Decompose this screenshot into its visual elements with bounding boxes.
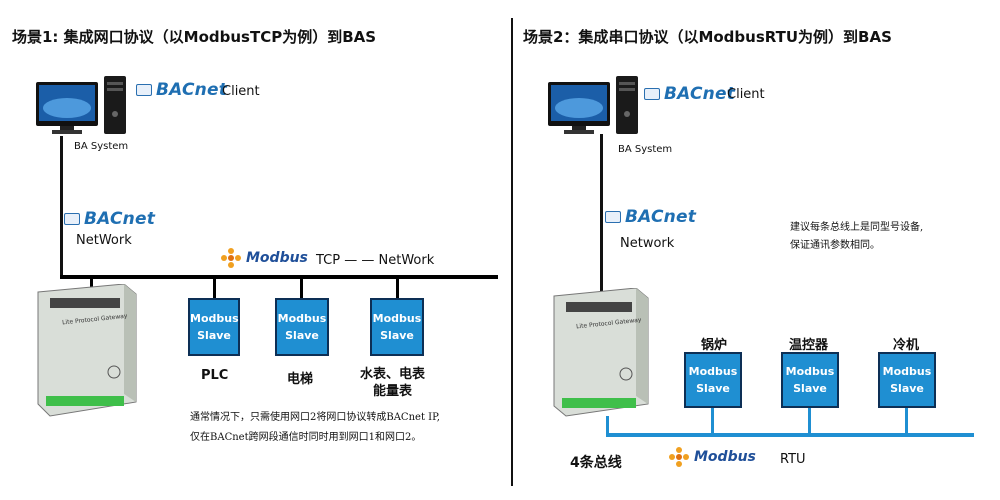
network-label: NetWork — [76, 233, 132, 248]
bus-connector — [90, 279, 93, 289]
slave-line1: Modbus — [277, 312, 327, 325]
modbus-dots-icon — [221, 248, 241, 268]
modbus-slave: Modbus Slave — [275, 298, 329, 356]
note-line: 仅在BACnet跨网段通信时同时用到网口1和网口2。 — [190, 432, 422, 443]
device-label: 电梯 — [287, 372, 314, 387]
device-label: 温控器 — [789, 338, 829, 353]
client-label: Client — [222, 84, 260, 99]
rtu-label: RTU — [780, 452, 806, 467]
slave-line2: Slave — [793, 382, 827, 395]
bus-connector — [905, 408, 908, 434]
slave-line2: Slave — [890, 382, 924, 395]
network-label: Network — [620, 236, 675, 251]
computer-icon — [36, 76, 126, 134]
slave-line1: Modbus — [882, 365, 932, 378]
slave-line1: Modbus — [190, 312, 239, 325]
device-label: PLC — [201, 368, 229, 383]
slave-line2: Slave — [197, 329, 231, 342]
bacnet-logo-text: BACnet — [84, 209, 156, 229]
bacnet-logo-text: BACnet — [625, 207, 697, 227]
bacnet-seal-icon — [605, 211, 621, 223]
slave-line2: Slave — [696, 382, 730, 395]
slave-line1: Modbus — [688, 365, 738, 378]
device-label: 冷机 — [893, 338, 920, 353]
ba-system-label: BA System — [618, 144, 673, 155]
modbus-rtu-logo: Modbus — [668, 446, 756, 468]
device-label: 水表、电表 能量表 — [360, 367, 426, 399]
rtu-bus-line — [606, 433, 974, 437]
slave-line2: Slave — [285, 329, 319, 342]
modbus-tcp-network-label: TCP — — NetWork — [316, 253, 435, 268]
ba-system-label: BA System — [74, 141, 129, 152]
bacnet-seal-icon — [136, 84, 152, 96]
scene1-title: 场景1: 集成网口协议（以ModbusTCP为例）到BAS — [12, 28, 377, 46]
bacnet-network-logo: BACnet — [605, 207, 696, 227]
bus-connector — [213, 279, 216, 299]
modbus-slave: Modbus Slave — [878, 352, 936, 408]
bus-count-label: 4条总线 — [570, 455, 622, 471]
gateway-device — [553, 288, 649, 417]
modbus-slave: Modbus Slave — [188, 298, 240, 356]
note-line: 建议每条总线上是同型号设备, — [790, 222, 924, 233]
device-label: 锅炉 — [701, 338, 728, 353]
computer-icon — [548, 76, 638, 134]
bacnet-logo-text: BACnet — [156, 80, 228, 100]
client-label: Client — [727, 87, 765, 102]
bacnet-logo-text: BACnet — [664, 84, 736, 104]
modbus-tcp-logo: Modbus — [220, 247, 308, 269]
tcp-bus-line — [60, 275, 498, 279]
modbus-dots-icon — [669, 447, 689, 467]
slave-line1: Modbus — [785, 365, 835, 378]
bacnet-seal-icon — [644, 88, 660, 100]
modbus-slave: Modbus Slave — [684, 352, 742, 408]
scene-divider — [511, 18, 513, 486]
bus-connector — [711, 408, 714, 434]
scene2-title: 场景2：集成串口协议（以ModbusRTU为例）到BAS — [523, 28, 892, 46]
note-line: 通常情况下，只需使用网口2将网口协议转成BACnet IP, — [190, 412, 440, 423]
network-line — [60, 136, 63, 278]
network-line — [600, 134, 603, 292]
note-line: 保证通讯参数相同。 — [790, 240, 880, 251]
slave-line2: Slave — [380, 329, 414, 342]
bus-connector — [396, 279, 399, 299]
modbus-logo-text: Modbus — [694, 449, 756, 465]
bus-connector — [808, 408, 811, 434]
bus-connector — [300, 279, 303, 299]
bacnet-client-logo: BACnet — [136, 80, 227, 100]
bacnet-seal-icon — [64, 213, 80, 225]
gateway-device — [37, 284, 137, 417]
slave-line1: Modbus — [372, 312, 422, 325]
modbus-slave: Modbus Slave — [370, 298, 424, 356]
modbus-slave: Modbus Slave — [781, 352, 839, 408]
bacnet-client-logo: BACnet — [644, 84, 735, 104]
bus-connector — [606, 416, 609, 436]
bacnet-network-logo: BACnet — [64, 209, 155, 229]
modbus-logo-text: Modbus — [246, 250, 308, 266]
